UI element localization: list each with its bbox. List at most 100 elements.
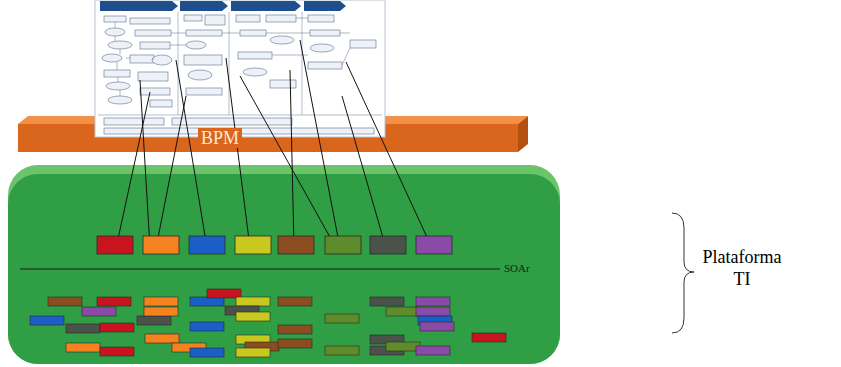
phase-header	[304, 1, 346, 11]
component-box	[236, 312, 270, 321]
map-step	[270, 80, 296, 88]
soa-platform: SOAr	[8, 165, 560, 364]
component-box	[82, 307, 116, 316]
map-step	[243, 68, 267, 76]
component-box	[100, 323, 134, 332]
component-box	[190, 348, 224, 357]
map-step	[152, 55, 172, 65]
service-box	[278, 236, 314, 254]
map-step	[310, 44, 334, 52]
soa-divider-line	[20, 269, 500, 270]
map-sheet	[95, 0, 385, 137]
map-step	[172, 118, 292, 125]
map-step	[308, 62, 342, 69]
mapping-line	[156, 96, 186, 248]
phase-header	[231, 1, 301, 11]
component-box	[145, 334, 179, 343]
map-dividers	[98, 12, 382, 115]
map-step	[184, 15, 202, 21]
component-box	[236, 348, 270, 357]
component-box	[278, 297, 312, 306]
map-step	[138, 72, 168, 81]
soa-label: SOAr	[504, 262, 530, 275]
mapping-line	[240, 76, 336, 248]
component-box	[386, 342, 420, 351]
map-step	[130, 55, 154, 63]
platform-front-face	[8, 174, 560, 364]
bar-side-face	[518, 116, 528, 152]
mapping-line	[342, 96, 386, 248]
map-steps	[102, 15, 376, 134]
component-box	[236, 297, 270, 306]
component-box	[100, 347, 134, 356]
mapping-lines	[116, 40, 432, 248]
map-step	[108, 41, 132, 49]
map-step	[140, 42, 170, 49]
component-box	[66, 324, 100, 333]
component-box	[416, 307, 450, 316]
map-step	[150, 100, 172, 107]
map-step	[186, 30, 222, 36]
service-box	[189, 236, 225, 254]
map-step	[236, 15, 260, 22]
map-step	[135, 30, 171, 36]
component-box	[207, 289, 241, 298]
component-box	[278, 339, 312, 348]
service-row	[97, 236, 452, 254]
map-step	[102, 54, 122, 62]
divider	[302, 12, 303, 115]
component-box	[48, 297, 82, 306]
map-step	[108, 96, 132, 104]
component-box	[190, 297, 224, 306]
map-step	[104, 70, 130, 77]
component-box	[144, 307, 178, 316]
component-box	[416, 346, 450, 355]
soa-platform-shape	[8, 165, 560, 364]
map-step	[310, 30, 340, 36]
bpm-bar: BPM	[18, 124, 518, 152]
component-box	[386, 307, 420, 316]
service-box	[97, 236, 133, 254]
component-box	[97, 297, 131, 306]
service-box	[370, 236, 406, 254]
map-step	[105, 28, 125, 36]
divider	[229, 12, 230, 115]
platform-label: Plataforma TI	[696, 246, 788, 290]
divider	[98, 115, 382, 116]
bpm-label: BPM	[198, 128, 242, 148]
mapping-line	[300, 40, 340, 248]
map-flow	[115, 18, 350, 96]
component-box	[325, 346, 359, 355]
component-box	[190, 322, 224, 331]
map-step	[188, 70, 212, 80]
service-box	[235, 236, 271, 254]
component-box	[137, 316, 171, 325]
mapping-line	[346, 62, 432, 248]
service-box	[143, 236, 179, 254]
map-step	[238, 52, 272, 59]
service-box	[325, 236, 361, 254]
component-pool	[30, 289, 506, 357]
map-step	[106, 82, 130, 90]
platform-brace	[672, 213, 694, 333]
map-step	[130, 18, 170, 24]
map-step	[186, 41, 206, 49]
component-box	[370, 297, 404, 306]
component-box	[420, 322, 454, 331]
component-box	[30, 316, 64, 325]
map-flows	[115, 18, 350, 96]
map-step	[266, 15, 296, 22]
component-box	[325, 314, 359, 323]
platform-top-face	[8, 165, 560, 364]
mapping-line	[140, 80, 150, 248]
map-step	[350, 40, 376, 48]
map-step	[140, 88, 170, 95]
component-box	[66, 343, 100, 352]
bar-front-face	[18, 124, 518, 152]
map-step	[205, 15, 225, 25]
component-box	[472, 333, 506, 342]
map-step	[104, 118, 164, 125]
map-step	[308, 15, 334, 22]
